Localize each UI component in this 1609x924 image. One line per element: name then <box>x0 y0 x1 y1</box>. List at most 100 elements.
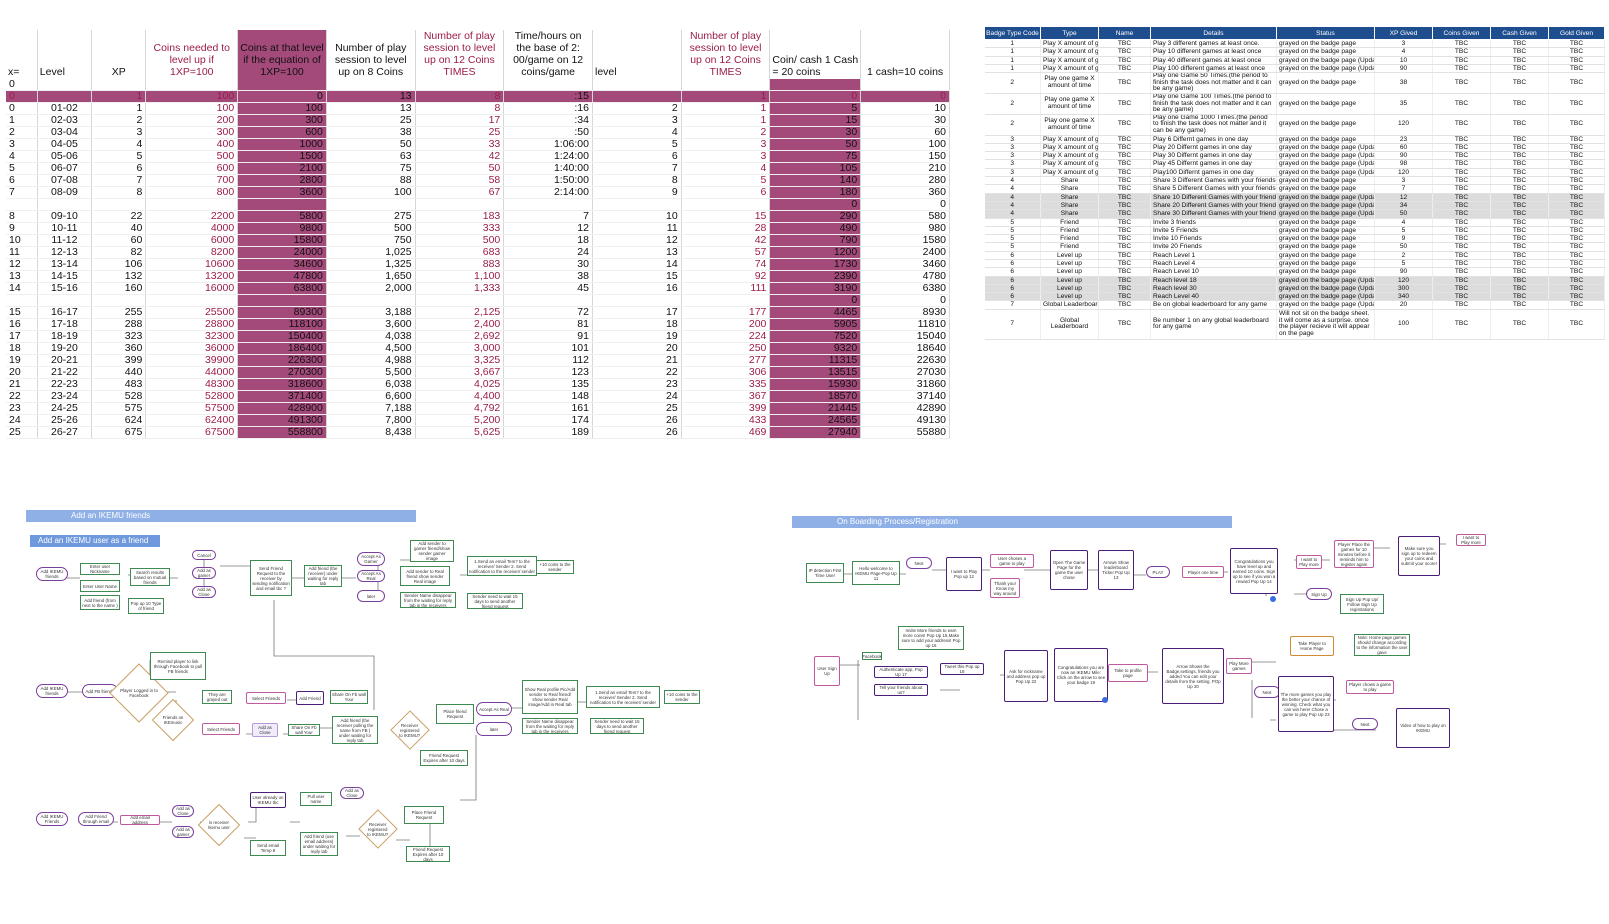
flow-node: Add Friend <box>296 691 324 705</box>
friends-flow-subtitle: Add an IKEMU user as a friend <box>30 535 160 547</box>
level-cell: 19 <box>592 330 682 343</box>
badge-cell: TBC <box>1432 300 1491 310</box>
level-cell: 2400 <box>860 246 950 259</box>
badge-cell: Level up <box>1040 259 1099 269</box>
flow-node: Sender Name disappear from the waiting f… <box>400 592 456 608</box>
badge-cell: TBC <box>1548 72 1605 94</box>
level-cell: 270300 <box>237 366 327 379</box>
flow-node-label: Remind player to link through Facebook t… <box>153 658 203 674</box>
level-cell: 91 <box>503 330 593 343</box>
level-cell: 174 <box>503 414 593 427</box>
level-cell: 67500 <box>145 426 239 439</box>
flow-node-label: User Sign Up <box>817 666 837 676</box>
badge-cell: Invite 5 Friends <box>1150 226 1277 236</box>
badge-cell: TBC <box>1432 184 1491 194</box>
badge-cell: TBC <box>1548 56 1605 65</box>
badge-cell: Level up <box>1040 267 1099 277</box>
flow-node: Pull user name <box>300 792 332 806</box>
badge-cell: 50 <box>1374 242 1433 252</box>
flow-node-label: Friend Request Expires after 10 days <box>412 846 444 862</box>
level-cell: 7 <box>6 186 38 199</box>
level-cell: 1:06:00 <box>503 138 593 151</box>
badge-cell: TBC <box>1098 201 1151 211</box>
flow-node-label: Thank you! Know my way around <box>993 580 1017 596</box>
badge-cell: grayed on the badge page <box>1276 39 1375 49</box>
badge-col-header: Status <box>1276 26 1375 40</box>
badge-cell: 2 <box>984 114 1041 136</box>
flow-node: Sender Name disappear from the waiting f… <box>522 718 578 734</box>
level-cell: 62400 <box>145 414 239 427</box>
flow-node-label: Sender Name disappear from the waiting f… <box>403 592 453 608</box>
level-cell: 12 <box>592 234 682 247</box>
level-cell: 88 <box>326 174 416 187</box>
flow-node: Play More games <box>1226 658 1252 674</box>
badge-cell: TBC <box>1548 242 1605 252</box>
level-cell: 0 <box>860 198 950 211</box>
level-cell: 0 <box>860 294 950 307</box>
flow-node: Send email Temp 8 <box>250 840 286 856</box>
badge-cell: Share 30 Different Games with your frien… <box>1150 209 1277 219</box>
badge-cell: Play X amount of games in one day <box>1040 143 1099 153</box>
flow-node-label: Friend Request Expires after 10 days <box>423 753 465 763</box>
level-cell: 20-21 <box>37 354 93 367</box>
level-cell: 277 <box>681 354 771 367</box>
level-cell: 3 <box>592 114 682 127</box>
flow-node-label: Add as Close <box>197 587 211 597</box>
level-row: 0 <box>6 79 950 91</box>
flow-node: I want to Play more <box>1456 534 1486 546</box>
flow-node: Add as Close <box>340 787 364 799</box>
level-cell: 1:40:00 <box>503 162 593 175</box>
badge-cell: Friend <box>1040 234 1099 244</box>
level-cell: 6,600 <box>326 390 416 403</box>
level-cell: 10-11 <box>37 222 93 235</box>
level-cell: 6 <box>91 162 147 175</box>
flow-node: Show Real profile Pic/Add sender to Real… <box>522 680 578 714</box>
level-cell <box>860 79 950 91</box>
level-cell: 11810 <box>860 318 950 331</box>
flow-node-label: later <box>489 726 499 732</box>
level-cell: 335 <box>681 378 771 391</box>
level-cell: 27940 <box>769 426 862 439</box>
level-cell: 600 <box>145 162 239 175</box>
flow-node-label: Arrow Shows the Badge,settings, friends … <box>1165 663 1221 689</box>
badge-cell: grayed on the badge page <box>1276 72 1375 94</box>
flow-node: Arrows Show leaderboard Ticker Pop Up 13 <box>1098 550 1134 590</box>
level-cell: 290 <box>769 210 862 223</box>
level-col-header: Number of play session to level up on 12… <box>415 30 505 79</box>
level-cell: 75 <box>769 150 862 163</box>
flow-node-label: Add friend (use email address) under wai… <box>302 834 336 854</box>
level-cell: 30 <box>860 114 950 127</box>
level-cell: 105 <box>769 162 862 175</box>
level-cell: 24000 <box>237 246 327 259</box>
badge-cell: 5 <box>984 218 1041 227</box>
badge-cell: Invite 20 Friends <box>1150 242 1277 252</box>
badge-cell: TBC <box>1490 159 1549 169</box>
level-cell <box>769 79 862 91</box>
flow-node-label: Add sender to Real friend show sender Re… <box>406 568 444 584</box>
badge-cell: 300 <box>1374 284 1433 294</box>
level-cell: 25-26 <box>37 414 93 427</box>
badge-cell: TBC <box>1548 267 1605 277</box>
level-cell: 428900 <box>237 402 327 415</box>
flow-node-label: later <box>366 593 376 599</box>
level-cell: 1 <box>91 102 147 115</box>
level-cell <box>503 198 593 211</box>
flow-node: Invite More friends to earn more coins! … <box>898 626 964 650</box>
badge-cell: Play X amount of games <box>1040 39 1099 49</box>
badge-cell: TBC <box>1490 64 1549 74</box>
flow-node-label: Enter user Nickname <box>89 564 111 574</box>
level-cell: 0 <box>6 90 38 103</box>
flow-node: 1.Send an email Tem? to the receiver/ Se… <box>467 556 537 576</box>
badge-cell: Level up <box>1040 251 1099 261</box>
flow-node-label: Add IKEMU friends <box>40 686 64 696</box>
level-cell: 177 <box>681 306 771 319</box>
level-cell: 24-25 <box>37 402 93 415</box>
flow-node-label: Play More games <box>1229 661 1249 671</box>
badge-cell: TBC <box>1548 159 1605 169</box>
